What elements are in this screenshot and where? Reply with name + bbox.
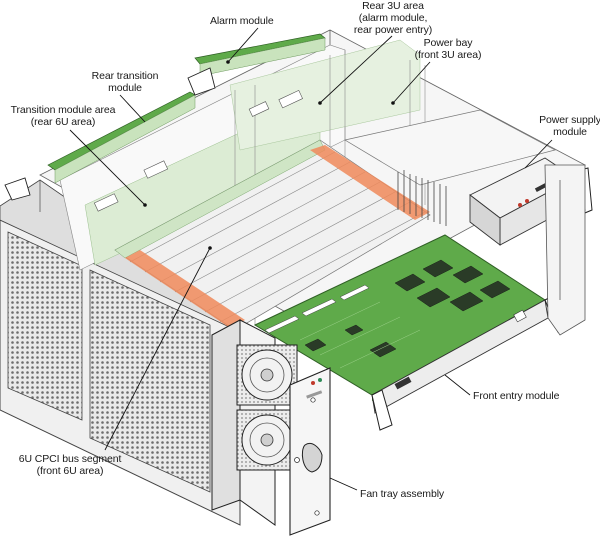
rear-region <box>4 33 426 330</box>
chip <box>452 265 484 284</box>
card-cage <box>114 139 431 331</box>
leader-lines <box>69 27 553 491</box>
chip <box>394 273 426 292</box>
front-entry-handle[interactable] <box>371 389 393 431</box>
label-transition-module-area: Transition module area <box>11 104 116 116</box>
label-alarm-module: Alarm module <box>210 15 274 27</box>
label-power-bay: Power bay <box>424 37 474 49</box>
label-fan-tray-assembly: Fan tray assembly <box>360 488 445 500</box>
chip <box>369 341 397 358</box>
front-panel <box>371 164 586 431</box>
card-guide-rail-left <box>125 250 245 328</box>
label-power-supply-module: Power supply <box>539 114 600 126</box>
chip <box>479 280 511 299</box>
fan-tray-assembly <box>211 319 331 536</box>
label-power-supply-module-sub: module <box>553 126 587 138</box>
chip <box>304 338 327 352</box>
label-power-bay-sub: (front 3U area) <box>415 49 482 61</box>
label-cpci-bus-segment-sub: (front 6U area) <box>37 465 104 477</box>
chip <box>416 287 451 308</box>
label-rear-transition-module: Rear transition <box>92 70 159 82</box>
left-vent-panel-a <box>7 231 83 421</box>
fan-tray-grip[interactable] <box>301 442 323 473</box>
label-rear-3u-area-sub1: (alarm module, <box>359 12 428 24</box>
labels: Alarm module Rear 3U area (alarm module,… <box>11 0 600 500</box>
label-rear-3u-area: Rear 3U area <box>362 0 424 12</box>
chip <box>449 291 484 312</box>
left-vent-panel-b <box>89 269 211 493</box>
card-guide-rail-right <box>310 145 430 220</box>
chip <box>344 324 364 336</box>
label-transition-module-area-sub: (rear 6U area) <box>31 116 96 128</box>
label-cpci-bus-segment: 6U CPCI bus segment <box>19 453 122 465</box>
label-rear-transition-module-sub: module <box>108 82 142 94</box>
label-rear-3u-area-sub2: rear power entry) <box>354 24 432 36</box>
chip <box>422 259 454 278</box>
label-front-entry-module: Front entry module <box>473 390 560 402</box>
